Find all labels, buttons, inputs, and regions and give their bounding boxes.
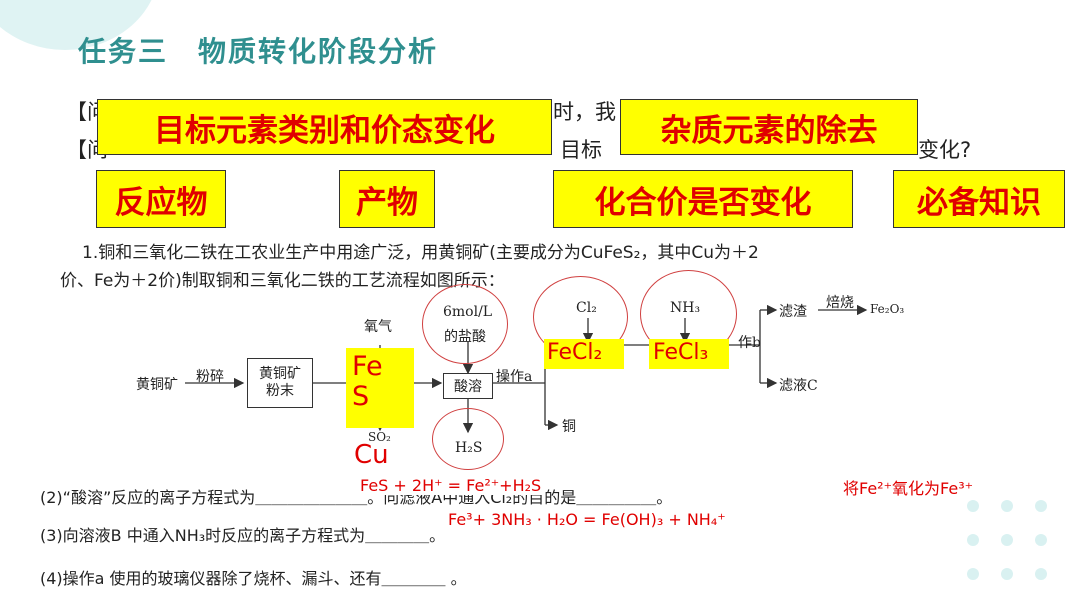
flow-operation-b: 作b bbox=[738, 335, 761, 351]
dot bbox=[967, 534, 979, 546]
dot bbox=[1001, 568, 1013, 580]
problem-line-2: 价、Fe为＋2价)制取铜和三氧化二铁的工艺流程如图所示： bbox=[60, 271, 505, 291]
acid-circle bbox=[422, 284, 508, 364]
product-box: 产物 bbox=[339, 170, 435, 228]
impurity-removal-box: 杂质元素的除去 bbox=[620, 99, 918, 155]
flow-crush-label: 粉碎 bbox=[196, 369, 224, 385]
dot bbox=[1035, 568, 1047, 580]
question-2-right: 变化? bbox=[918, 138, 972, 162]
required-knowledge-box: 必备知识 bbox=[893, 170, 1065, 228]
question-2-visible: 目标 bbox=[560, 138, 602, 162]
annotation-fe: Fe bbox=[352, 351, 383, 382]
answer-2b: 将Fe²⁺氧化为Fe³⁺ bbox=[843, 479, 974, 498]
target-change-box: 目标元素类别和价态变化 bbox=[97, 99, 552, 155]
h2s-circle bbox=[432, 408, 504, 470]
dot bbox=[1035, 534, 1047, 546]
subquestion-3: (3)向溶液B 中通入NH₃时反应的离子方程式为＿＿＿＿。 bbox=[40, 526, 446, 545]
dot bbox=[1035, 500, 1047, 512]
flow-copper: 铜 bbox=[562, 419, 576, 435]
flow-fe2o3: Fe₂O₃ bbox=[870, 302, 905, 316]
flow-acid-name: 的盐酸 bbox=[444, 329, 486, 345]
question-1-visible: 时，我 bbox=[553, 100, 616, 124]
decorative-dot-grid bbox=[965, 497, 1065, 592]
answer-2a: FeS + 2H⁺ = Fe²⁺+H₂S bbox=[358, 476, 544, 495]
flow-operation-a: 操作a bbox=[496, 369, 533, 385]
flow-roast: 焙烧 bbox=[826, 295, 854, 311]
annotation-fecl2: FeCl₂ bbox=[544, 339, 624, 369]
flow-so2: SO₂ bbox=[368, 430, 391, 444]
flow-filtrate-c: 滤液C bbox=[779, 378, 818, 394]
flow-oxygen: 氧气 bbox=[364, 319, 392, 335]
flow-acid-dissolve-box: 酸溶 bbox=[443, 373, 493, 399]
valence-change-box: 化合价是否变化 bbox=[553, 170, 853, 228]
flow-powder-line1: 黄铜矿 bbox=[259, 366, 301, 382]
flow-nh3: NH₃ bbox=[670, 300, 701, 316]
reactant-box: 反应物 bbox=[96, 170, 226, 228]
subquestion-2: (2)“酸溶”反应的离子方程式为＿＿＿＿＿＿＿。向滤液A中通入Cl₂的目的是＿＿… bbox=[40, 488, 673, 507]
flow-powder-box: 黄铜矿 粉末 bbox=[247, 358, 313, 408]
dot bbox=[967, 500, 979, 512]
flow-acid-concentration: 6mol/L bbox=[443, 304, 493, 320]
flow-cl2: Cl₂ bbox=[576, 300, 597, 316]
subquestion-4: (4)操作a 使用的玻璃仪器除了烧杯、漏斗、还有＿＿＿＿ 。 bbox=[40, 569, 467, 588]
flow-h2s: H₂S bbox=[455, 440, 483, 456]
page-title: 任务三 物质转化阶段分析 bbox=[78, 35, 439, 68]
dot bbox=[1001, 534, 1013, 546]
flow-residue: 滤渣 bbox=[779, 304, 807, 320]
flow-powder-line2: 粉末 bbox=[266, 383, 294, 399]
answer-3: Fe³+ 3NH₃ · H₂O = Fe(OH)₃ + NH₄⁺ bbox=[448, 510, 726, 529]
annotation-fecl3: FeCl₃ bbox=[649, 339, 729, 369]
dot bbox=[1001, 500, 1013, 512]
dot bbox=[967, 568, 979, 580]
annotation-cu: Cu bbox=[354, 440, 389, 470]
fe-s-annotation: Fe S bbox=[346, 348, 414, 428]
flow-raw-ore: 黄铜矿 bbox=[136, 377, 178, 393]
annotation-s: S bbox=[352, 381, 370, 412]
problem-line-1: 1.铜和三氧化二铁在工农业生产中用途广泛，用黄铜矿(主要成分为CuFeS₂，其中… bbox=[82, 243, 759, 263]
